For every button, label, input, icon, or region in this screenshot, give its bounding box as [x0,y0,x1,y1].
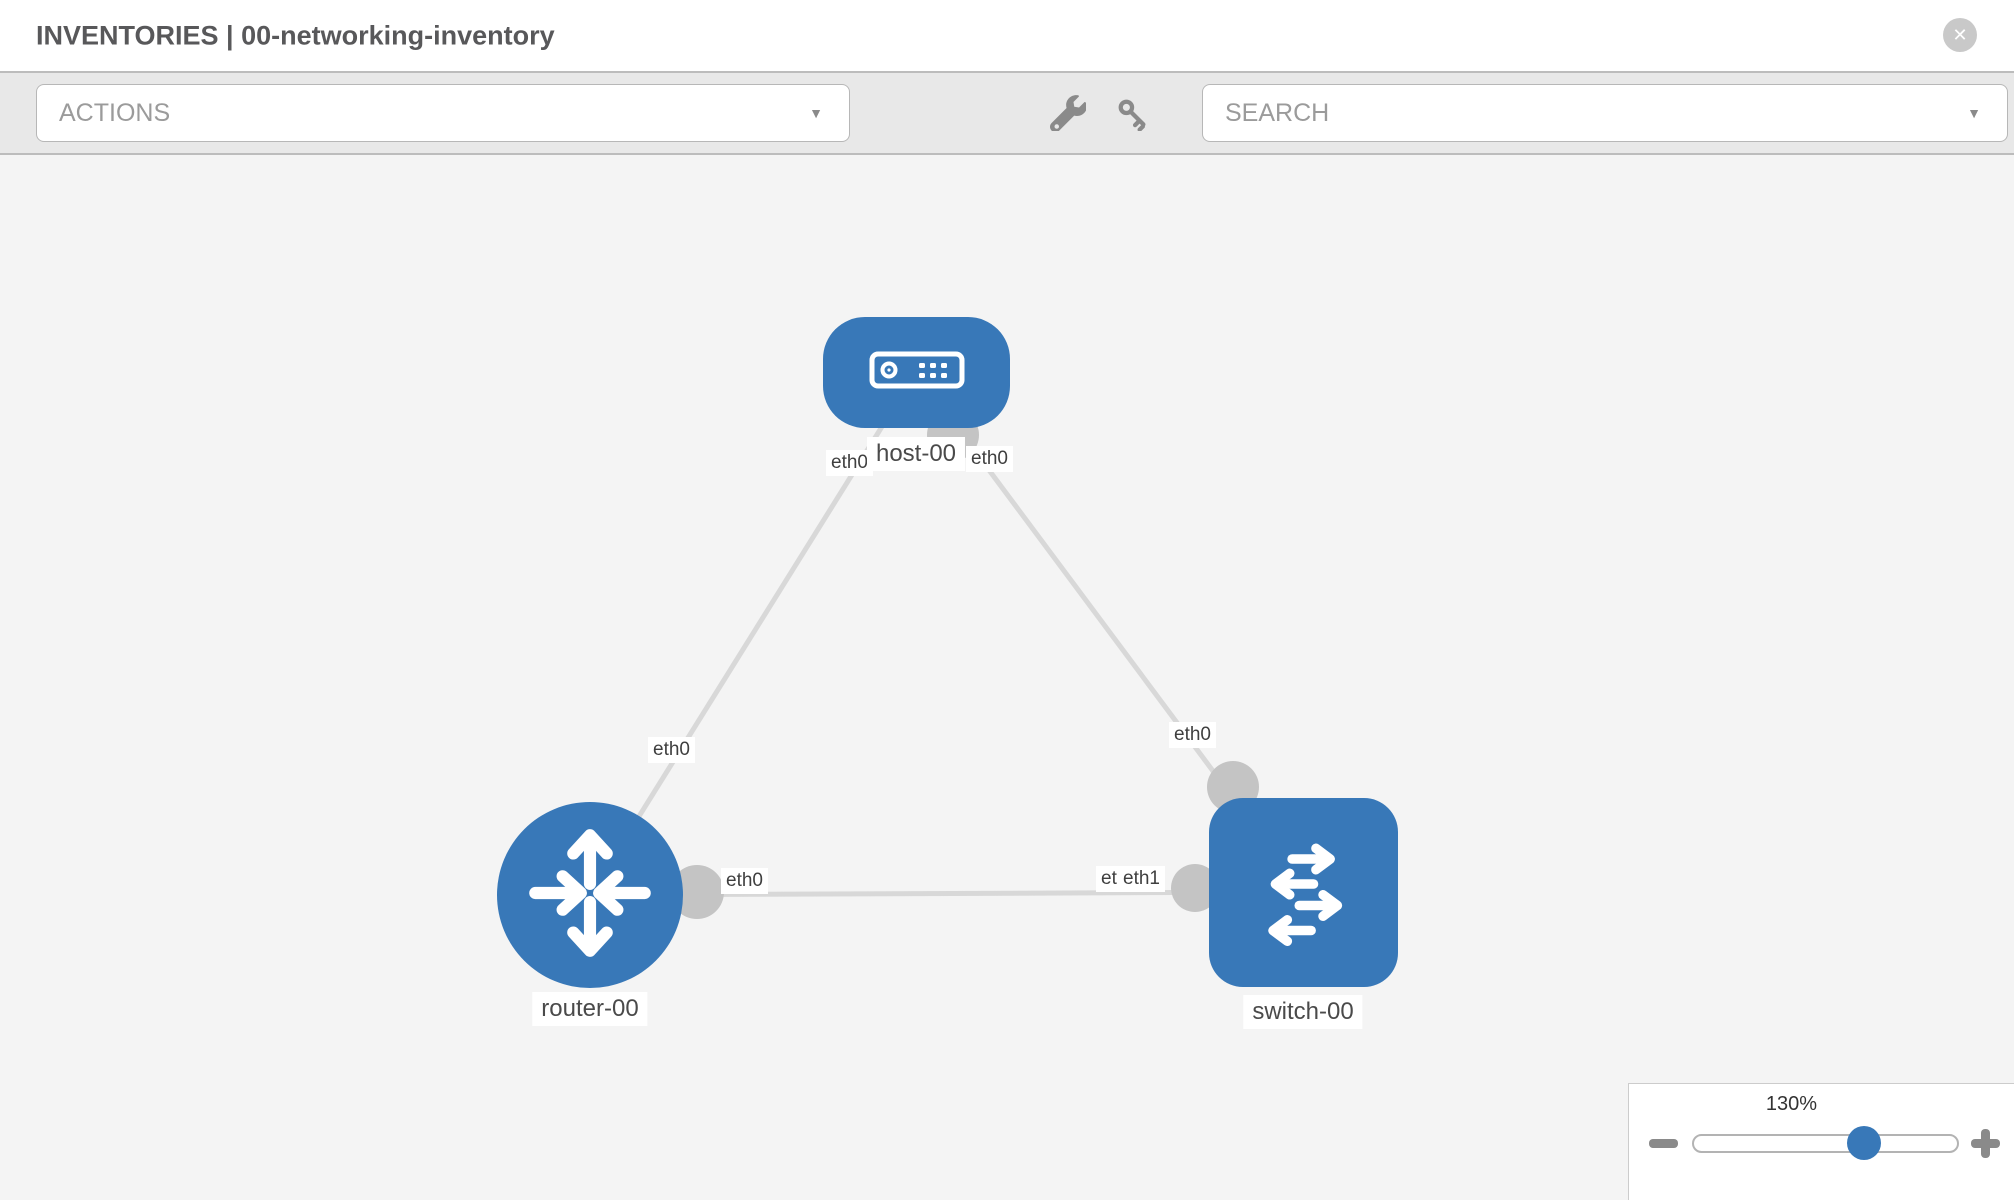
zoom-in-plus-icon[interactable] [1970,1128,2001,1159]
wrench-icon[interactable] [1050,95,1088,136]
zoom-level-value: 130% [1765,1093,1818,1115]
port-label: eth0 [1169,722,1216,748]
zoom-control-panel: 130% [1628,1083,2014,1200]
server-icon [869,351,965,394]
search-dropdown[interactable]: SEARCH ▼ [1202,84,2008,142]
switch-icon [1244,834,1364,951]
actions-dropdown-label: ACTIONS [59,98,171,127]
search-dropdown-label: SEARCH [1225,98,1330,127]
zoom-out-minus-icon[interactable] [1649,1139,1678,1148]
node-label-host: host-00 [866,437,966,471]
port-label: eth0 [648,737,695,763]
node-host-00[interactable] [823,317,1010,428]
link-lines [587,370,1306,898]
router-icon [514,817,666,974]
page-title: INVENTORIES | 00-networking-inventory [36,20,555,50]
node-label-router: router-00 [532,992,648,1026]
actions-dropdown[interactable]: ACTIONS ▼ [36,84,850,142]
zoom-slider-thumb[interactable] [1847,1126,1881,1160]
chevron-down-icon: ▼ [1967,105,1981,121]
chevron-down-icon: ▼ [809,105,823,121]
close-button[interactable]: ✕ [1943,18,1977,52]
port-label: eth1 [1118,866,1165,892]
node-label-switch: switch-00 [1243,995,1363,1029]
port-label: eth0 [721,868,768,894]
page-header: INVENTORIES | 00-networking-inventory ✕ [0,0,2014,71]
key-icon[interactable] [1116,97,1150,136]
node-router-00[interactable] [497,802,683,988]
port-label: eth0 [826,450,873,476]
switch-icon-node[interactable] [1209,798,1398,987]
topology-canvas[interactable]: host-00 router-00 switch-00 eth0 eth0 et… [0,155,2014,1200]
toolbar: ACTIONS ▼ SEARCH ▼ [0,71,2014,155]
port-label: eth0 [966,446,1013,472]
close-icon: ✕ [1952,25,1968,45]
zoom-slider-track[interactable] [1692,1134,1959,1153]
